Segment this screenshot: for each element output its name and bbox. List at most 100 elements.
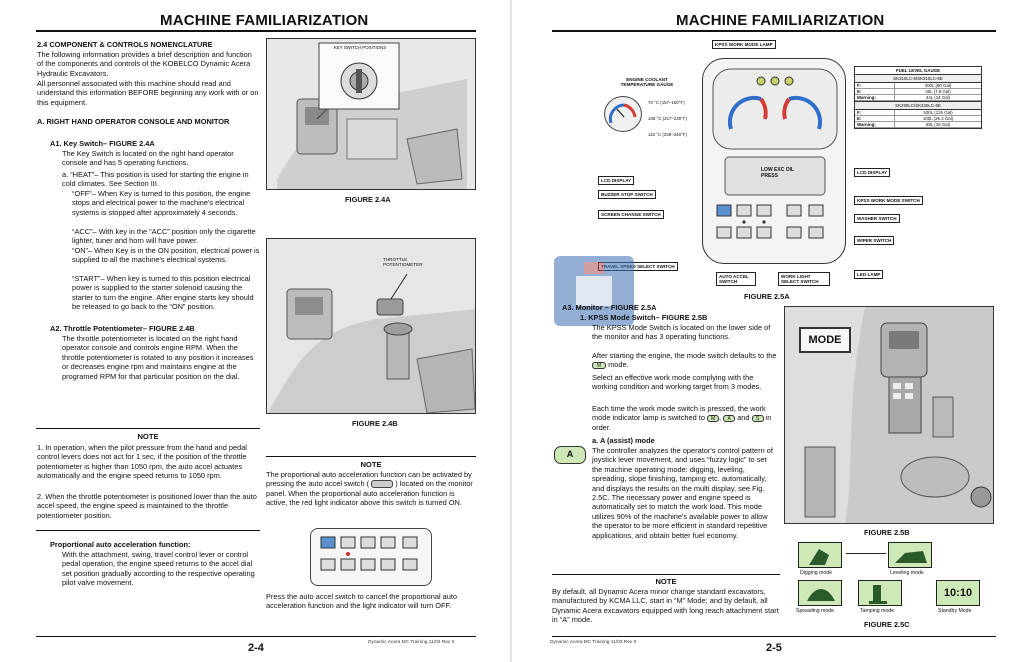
label-led-lamp: LED LAMP	[854, 270, 884, 279]
kpss-body-2-text: After starting the engine, the mode swit…	[592, 351, 777, 360]
footer-rule	[36, 636, 476, 637]
kpss-body-3: Select an effective work mode complying …	[592, 373, 762, 392]
figure-2-5a-caption: FIGURE 2.5A	[744, 292, 790, 301]
fuel1-row: Warning: 34L (14 Gal)	[855, 95, 981, 101]
right-page-header: MACHINE FAMILIARIZATION	[676, 12, 885, 29]
kpss-body-1: The KPSS Mode Switch is located on the l…	[592, 323, 771, 342]
figure-2-5b-photo: MODE	[784, 306, 994, 524]
fuel2-row: Warning: 68L (18 Gal)	[855, 122, 981, 128]
kpss-body-4-text: Each time the work mode switch is presse…	[592, 404, 766, 423]
header-rule	[36, 30, 476, 32]
mode-a-badge: A	[723, 414, 736, 422]
fuel1-row-key: E:	[855, 89, 895, 94]
label-wiper-switch: WIPER SWITCH	[854, 236, 895, 245]
mode-button: MODE	[799, 327, 851, 353]
watermark-logo-icon	[554, 256, 634, 326]
fuel1-row: E: 30L (7.9 Gal)	[855, 89, 981, 95]
a1-title: A1. Key Switch– FIGURE 2.4A	[50, 139, 155, 148]
fuel2-row-value: 68L (18 Gal)	[925, 122, 951, 127]
note-item-1: 1. In operation, when the pilot pressure…	[37, 443, 247, 481]
key-off: “OFF”– When Key is turned to this positi…	[72, 189, 251, 217]
monitor-panel: LOW EXC OIL PRESS	[702, 58, 846, 264]
figure-2-4a-photo: KEY SWITCH POSITIONS	[266, 38, 476, 190]
throttle-potentiometer-label: THROTTLE POTENTIOMETER	[383, 257, 423, 268]
tamping-mode-icon	[858, 580, 902, 606]
kpss-title: 1. KPSS Mode Switch– FIGURE 2.5B	[580, 313, 708, 322]
note-rule-right	[552, 574, 780, 575]
fuel2-row: F: 500L (126 Gal)	[855, 110, 981, 116]
leveling-mode-label: Leveling mode	[890, 570, 924, 576]
footer-text-right: Dynamic Acera MC Training 11/03 Rev 0	[550, 640, 637, 645]
note-right-rule	[266, 456, 476, 457]
label-kpss-work-mode-switch: KPSS WORK MODE SWITCH	[854, 196, 923, 205]
header-rule-right	[552, 30, 996, 32]
figure-2-4b-caption: FIGURE 2.4B	[352, 419, 398, 428]
note-right-title: NOTE	[360, 460, 382, 469]
label-lcd-display-right: LCD DISPLAY	[854, 168, 891, 177]
prop-body: With the attachment, swing, travel contr…	[62, 550, 255, 588]
note-right-text-1: The proportional auto acceleration funct…	[266, 470, 472, 489]
fuel2-row: E:100L (26.4 Gal)	[855, 116, 981, 122]
coolant-range-c: 115 °C (239–248°F)	[648, 132, 687, 137]
label-kpss-work-mode-lamp: KPSS WORK MODE LAMP	[712, 40, 776, 49]
monitor-buttons-illustration	[320, 536, 418, 571]
note-item-2: 2. When the throttle potentiometer is po…	[37, 492, 257, 520]
assist-mode-title: a. A (assist) mode	[592, 436, 655, 445]
fuel1-row-key: Warning:	[855, 95, 895, 100]
key-start: “START”– When key is turned to this posi…	[72, 274, 254, 312]
left-page-header: MACHINE FAMILIARIZATION	[160, 12, 369, 29]
spreading-mode-label: Spreading mode	[796, 608, 835, 614]
note-title-right: NOTE	[655, 577, 677, 586]
fuel-model-2: SK290LC/SK330LC-6E	[855, 101, 981, 110]
label-work-light-select-switch: WORK LIGHT SELECT SWITCH	[778, 272, 830, 286]
a3-title: A3. Monitor – FIGURE 2.5A	[562, 303, 657, 312]
monitor-panel-illustration	[310, 528, 432, 586]
right-page: MACHINE FAMILIARIZATION LOW E	[512, 0, 1024, 662]
label-auto-accel-switch: AUTO ACCEL SWITCH	[716, 272, 756, 286]
note-end-rule	[36, 530, 260, 531]
fuel1-row-value: 34L (14 Gal)	[925, 95, 951, 100]
a2-title: A2. Throttle Potentiometer– FIGURE 2.4B	[50, 324, 195, 333]
fuel1-row-value: 30L (7.9 Gal)	[925, 89, 951, 94]
label-screen-change-switch: SCREEN CHANGE SWITCH	[598, 210, 664, 219]
subsection-a-title: A. RIGHT HAND OPERATOR CONSOLE AND MONIT…	[37, 117, 230, 126]
monitor-drawing	[712, 68, 838, 239]
figure-2-4b-photo: THROTTLE POTENTIOMETER	[266, 238, 476, 414]
coolant-range-b: 105 °C (217–230°F)	[648, 116, 688, 121]
low-exc-oil-press-text: LOW EXC OIL PRESS	[761, 167, 794, 179]
page-number-left: 2-4	[248, 642, 264, 654]
fuel2-row-key: Warning:	[855, 122, 895, 127]
tamping-mode-label: Tamping mode	[860, 608, 895, 614]
coolant-range-a: 70 °C (157–160°F)	[648, 100, 685, 105]
fuel-level-table: FUEL LEVEL GAUGE SK210LC-6/SK210LC-6E F:…	[854, 66, 982, 129]
mode-arrow	[846, 553, 886, 554]
fuel1-row-key: F:	[855, 83, 895, 88]
fuel1-row: F: 300L (80 Gal)	[855, 83, 981, 89]
mode-m-badge: M	[592, 361, 606, 369]
label-washer-switch: WASHER SWITCH	[854, 214, 900, 223]
a-mode-badge-large: A	[554, 446, 586, 464]
intro-paragraph-2: All personnel associated with this machi…	[37, 79, 259, 107]
leveling-mode-icon	[888, 542, 932, 568]
fuel1-row-value: 300L (80 Gal)	[924, 83, 952, 88]
fuel2-row-key: F:	[855, 110, 895, 115]
note-rule	[36, 428, 260, 429]
kpss-body-4: Each time the work mode switch is presse…	[592, 404, 772, 432]
kpss-body-4-end: in order.	[592, 413, 772, 432]
kpss-body-2-end: mode.	[608, 360, 629, 370]
fuel2-row-value: 500L (126 Gal)	[923, 110, 953, 115]
figure-2-5b-caption: FIGURE 2.5B	[864, 528, 910, 537]
note-right-paragraph-3: Press the auto accel switch to cancel th…	[266, 592, 458, 611]
coolant-gauge-icon	[604, 96, 642, 132]
key-acc: “ACC”– With key in the “ACC” position on…	[72, 227, 256, 246]
fuel-rows-group-1: F: 300L (80 Gal) E: 30L (7.9 Gal) Warning: 34…	[855, 83, 981, 101]
note-body-right: By default, all Dynamic Acera minor chan…	[552, 587, 779, 625]
figure-2-4a-caption: FIGURE 2.4A	[345, 195, 391, 204]
note-right-text-2: ) located on the monitor panel. When the…	[266, 479, 473, 508]
footer-text-left: Dynamic Acera MC Training 11/03 Rev 0	[368, 640, 455, 645]
key-heat: a. “HEAT”– This position is used for sta…	[62, 170, 249, 189]
digging-mode-label: Digging mode	[800, 570, 833, 576]
mode-m-badge-2: M	[707, 414, 720, 422]
label-engine-coolant-gauge: ENGINE COOLANT TEMPERATURE GAUGE	[620, 77, 674, 87]
fuel2-row-key: E:	[855, 116, 895, 121]
